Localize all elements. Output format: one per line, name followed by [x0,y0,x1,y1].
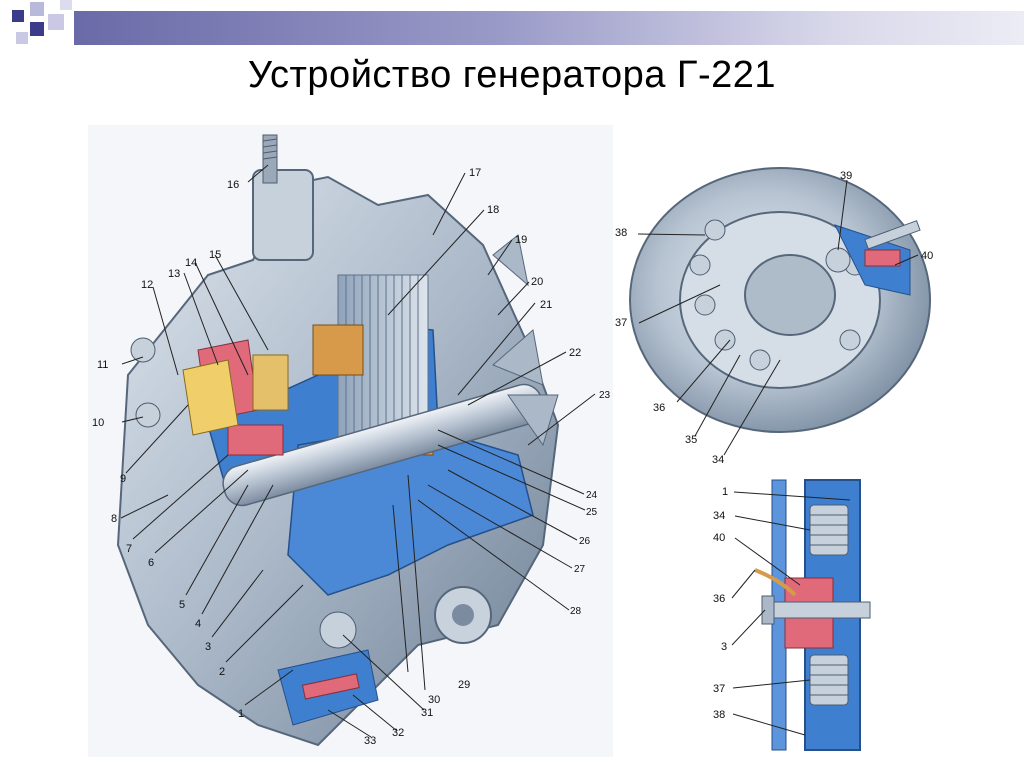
label-27: 27 [574,564,586,575]
decorative-squares [12,0,72,44]
diode-mounting-detail-figure: 1 34 40 36 3 37 38 [700,470,930,760]
cover-section-red [864,249,901,267]
cover-terminal-head [825,247,851,273]
cover-label-39: 39 [840,170,852,182]
detail-label-37: 37 [713,683,725,695]
generator-cutaway-figure: 1 2 3 4 5 6 7 8 9 10 11 12 13 14 15 16 1… [88,125,613,757]
detail-label-40: 40 [713,532,725,544]
detail-label-38: 38 [713,709,725,721]
label-19: 19 [515,234,527,246]
detail-diode-lower [809,654,849,706]
title-gradient-bar [74,11,1024,45]
brush-springs [252,354,289,411]
detail-screw-head [761,595,775,625]
cover-bolt [864,220,921,250]
label-20: 20 [531,276,543,288]
deco-square-light-2 [48,14,64,30]
label-30: 30 [428,694,440,706]
stator-winding-upper [312,324,364,376]
terminal-boss [252,169,314,261]
cover-label-37: 37 [615,317,627,329]
detail-wire-36 [754,568,797,597]
deco-square-dark-2 [30,22,44,36]
detail-label-3: 3 [721,641,727,653]
slide-title: Устройство генератора Г-221 [247,54,777,96]
label-4: 4 [195,618,201,630]
cover-hub [744,254,836,336]
label-23: 23 [599,390,611,401]
slip-ring-red [227,424,284,456]
detail-label-34: 34 [713,510,725,522]
deco-square-light-4 [60,0,72,10]
label-13: 13 [168,268,180,280]
cover-label-35: 35 [685,434,697,446]
label-28: 28 [570,606,582,617]
label-2: 2 [219,666,225,678]
label-9: 9 [120,473,126,485]
label-21: 21 [540,299,552,311]
deco-square-light-1 [30,2,44,16]
label-7: 7 [126,543,132,555]
label-14: 14 [185,257,197,269]
label-15: 15 [209,249,221,261]
label-11: 11 [97,359,108,371]
label-1: 1 [238,708,244,720]
terminal-bolt-11 [130,337,156,363]
detail-label-1: 1 [722,486,728,498]
label-10: 10 [92,417,104,429]
rear-cover-figure: 34 35 36 37 38 39 40 [610,155,950,465]
cover-label-36: 36 [653,402,665,414]
label-3: 3 [205,641,211,653]
terminal-bolt-10 [135,402,161,428]
label-33: 33 [364,735,376,747]
label-26: 26 [579,536,591,547]
label-5: 5 [179,599,185,611]
cover-label-40: 40 [921,250,933,262]
detail-screw [769,601,871,619]
cover-label-34: 34 [712,454,724,465]
label-25: 25 [586,507,598,518]
deco-square-light-3 [16,32,28,44]
label-22: 22 [569,347,581,359]
label-16: 16 [227,179,239,191]
label-32: 32 [392,727,404,739]
label-6: 6 [148,557,154,569]
label-31: 31 [421,707,433,719]
detail-diode-upper [809,504,849,556]
label-8: 8 [111,513,117,525]
detail-label-36: 36 [713,593,725,605]
label-18: 18 [487,204,499,216]
label-24: 24 [586,490,598,501]
label-17: 17 [469,167,481,179]
label-12: 12 [141,279,153,291]
label-29: 29 [458,679,470,691]
cover-label-38: 38 [615,227,627,239]
capacitor-bracket [182,359,239,436]
deco-square-dark-1 [12,10,24,22]
